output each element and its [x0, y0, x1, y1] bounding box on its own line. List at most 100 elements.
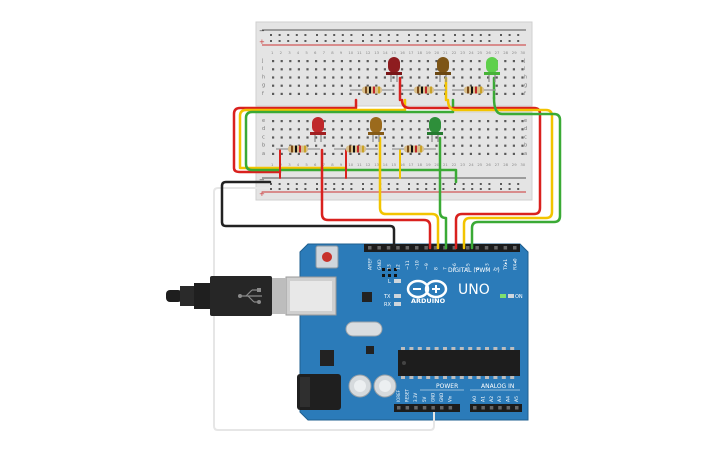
digital-pin-label: 13	[386, 264, 392, 270]
column-number: 8	[331, 162, 334, 167]
column-number: 21	[443, 162, 448, 167]
column-number: 6	[314, 162, 317, 167]
column-number: 2	[280, 162, 283, 167]
digital-pin-label: ~10	[415, 260, 421, 270]
crystal-oscillator	[345, 321, 383, 337]
wire-yellow	[238, 98, 407, 170]
column-number: 2	[280, 50, 283, 55]
column-number: 23	[460, 50, 465, 55]
column-number: 1	[271, 50, 274, 55]
resistor[interactable]	[452, 86, 496, 94]
row-letter: e	[262, 118, 265, 124]
column-number: 22	[452, 50, 457, 55]
column-number: 29	[512, 50, 517, 55]
resistor[interactable]	[392, 145, 436, 153]
analog-pin-label: A5	[514, 396, 520, 402]
column-number: 20	[434, 50, 439, 55]
power-label: POWER	[436, 383, 458, 390]
resistor[interactable]	[402, 86, 446, 94]
column-number: 30	[520, 162, 525, 167]
column-number: 6	[314, 50, 317, 55]
column-number: 25	[477, 162, 482, 167]
rail-plus-sign: +	[259, 190, 265, 198]
resistor[interactable]	[276, 145, 320, 153]
power-pin-label: IOREF	[396, 389, 401, 402]
column-number: 22	[452, 162, 457, 167]
column-number: 1	[271, 162, 274, 167]
analog-pin-label: A4	[506, 396, 512, 402]
resistor[interactable]	[334, 145, 378, 153]
model-label: UNO	[458, 282, 490, 298]
analog-pin-label: A2	[489, 396, 495, 402]
column-number: 4	[297, 162, 300, 167]
power-pin-label: 3.3V	[413, 393, 418, 402]
digital-pin-label: 4	[475, 267, 481, 270]
power-pin-label: 5V	[422, 396, 427, 402]
led-amber-bottom[interactable]	[368, 117, 384, 142]
column-number: 13	[374, 50, 379, 55]
row-letter: d	[524, 126, 527, 132]
usb-plug-icon[interactable]	[166, 276, 286, 316]
analog-label: ANALOG IN	[481, 383, 514, 390]
atmega-chip	[398, 347, 520, 379]
column-number: 16	[400, 162, 405, 167]
wire-red	[232, 98, 358, 174]
reset-button[interactable]	[315, 245, 339, 269]
analog-pin-label: A3	[497, 396, 503, 402]
row-letter: i	[524, 66, 525, 72]
column-number: 11	[357, 50, 362, 55]
analog-pin-label: A1	[480, 396, 486, 402]
column-number: 5	[305, 50, 308, 55]
column-number: 29	[512, 162, 517, 167]
column-number: 20	[434, 162, 439, 167]
wire-green	[244, 98, 458, 184]
column-number: 9	[340, 50, 343, 55]
column-number: 17	[409, 162, 414, 167]
rail-holes	[270, 183, 520, 190]
digital-pin-label: ~3	[484, 263, 490, 270]
voltage-regulator	[320, 350, 334, 366]
digital-pin-label: GND	[377, 259, 383, 270]
column-number: 12	[366, 50, 371, 55]
wire-red	[320, 148, 432, 250]
row-letter: a	[262, 151, 265, 157]
column-number: 26	[486, 162, 491, 167]
column-number: 23	[460, 162, 465, 167]
digital-pin-label: TX▸1	[503, 259, 509, 271]
column-number: 9	[340, 162, 343, 167]
digital-pin-label: AREF	[368, 258, 374, 270]
led-green-bottom[interactable]	[427, 117, 443, 142]
power-pin-label: GND	[439, 393, 444, 402]
column-number: 15	[391, 50, 396, 55]
column-number: 14	[383, 162, 388, 167]
column-number: 27	[495, 50, 500, 55]
column-number: 30	[520, 50, 525, 55]
digital-pin-label: RX◂0	[513, 258, 519, 270]
column-number: 3	[288, 50, 291, 55]
led-green-top-lit[interactable]	[484, 57, 500, 82]
column-number: 11	[357, 162, 362, 167]
column-number: 18	[417, 162, 422, 167]
column-number: 25	[477, 50, 482, 55]
led-red-bottom[interactable]	[310, 117, 326, 142]
tx-led	[394, 294, 401, 298]
led-amber-top[interactable]	[435, 57, 451, 82]
digital-pin-label: 7	[443, 267, 449, 270]
column-number: 28	[503, 50, 508, 55]
column-number: 28	[503, 162, 508, 167]
digital-pin-label: ~11	[405, 260, 411, 270]
row-letter: j	[261, 58, 263, 64]
led-red-top[interactable]	[386, 57, 402, 82]
row-letter: e	[524, 118, 527, 124]
resistor[interactable]	[350, 86, 394, 94]
column-number: 16	[400, 50, 405, 55]
column-number: 24	[469, 162, 474, 167]
on-label: ON	[515, 294, 523, 300]
